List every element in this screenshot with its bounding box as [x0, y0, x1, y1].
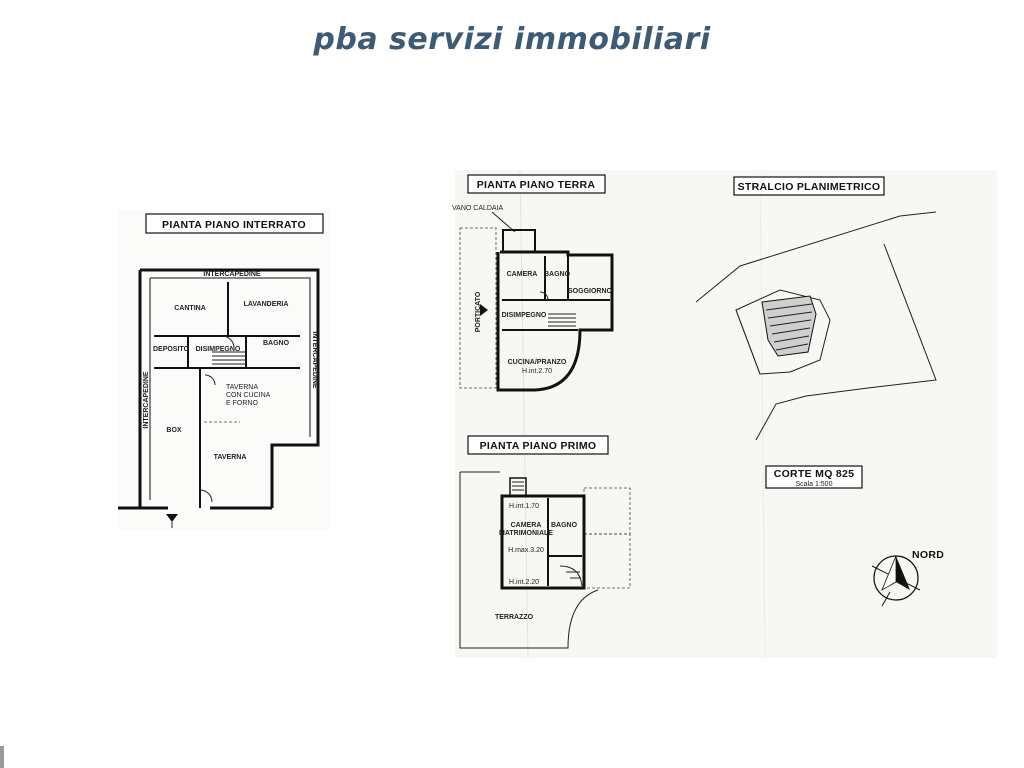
room-label: CAMERA — [511, 522, 542, 529]
room-label: TAVERNA — [214, 454, 247, 461]
intercapedine-wall — [150, 277, 311, 437]
property-boundary — [695, 211, 937, 303]
basement-floor-plan: PIANTA PIANO INTERRATO INTERCAPEDINE INT… — [118, 213, 324, 528]
stair — [548, 313, 576, 327]
room-label: CON CUCINA — [226, 392, 271, 399]
leader-line — [491, 211, 516, 233]
room-label: BAGNO — [544, 271, 571, 278]
room-label: LAVANDERIA — [244, 301, 289, 308]
room-label: BAGNO — [551, 522, 578, 529]
corte-area: CORTE MQ 825 — [774, 468, 855, 480]
ground-floor-plan: PIANTA PIANO TERRA VANO CALDAIA PORTICAT… — [452, 174, 614, 392]
room-label: H.int.2.70 — [522, 368, 552, 375]
room-label: INTERCAPEDINE — [143, 371, 150, 429]
north-arrow-icon — [871, 555, 921, 607]
room-label: DISIMPEGNO — [196, 346, 241, 353]
first-heading-box — [467, 435, 609, 455]
door-swing — [539, 291, 549, 301]
room-label: SOGGIORNO — [568, 288, 613, 295]
basement-plan-paper — [118, 210, 330, 530]
room-label: INTERCAPEDINE — [203, 271, 261, 278]
lot-outline — [735, 289, 831, 375]
room-label: PORTICATO — [475, 291, 482, 332]
site-heading-box — [733, 176, 885, 196]
door-swing — [199, 489, 213, 503]
room-label: DISIMPEGNO — [502, 312, 547, 319]
room-label: CANTINA — [174, 305, 206, 312]
page-title: pba servizi immobiliari — [313, 22, 711, 57]
corte-box — [765, 465, 863, 489]
room-label: BAGNO — [263, 340, 290, 347]
terrace-outline — [459, 471, 599, 649]
lot-outline — [735, 309, 761, 375]
site-heading: STRALCIO PLANIMETRICO — [738, 181, 881, 193]
ground-heading: PIANTA PIANO TERRA — [477, 179, 596, 191]
spiral-stair — [559, 565, 583, 587]
room-label: INTERCAPEDINE — [311, 331, 318, 389]
edge-mark — [0, 746, 4, 768]
room-label: H.int.2.20 — [509, 579, 539, 586]
entry-arrow-icon — [480, 304, 488, 316]
paper-fold — [759, 174, 766, 659]
room-label: H.max.3.20 — [508, 547, 544, 554]
site-plan: STRALCIO PLANIMETRICO CORTE MQ 825 Scala… — [695, 176, 944, 607]
building-footprint — [761, 295, 817, 357]
basement-heading-box — [145, 213, 324, 234]
room-label: CUCINA/PRANZO — [508, 359, 567, 366]
room-label: H.int.1.70 — [509, 503, 539, 510]
first-heading: PIANTA PIANO PRIMO — [480, 440, 597, 452]
property-boundary — [755, 243, 937, 441]
north-label: NORD — [912, 549, 944, 561]
stair — [512, 481, 524, 491]
outer-wall — [500, 494, 586, 590]
door-swing — [221, 335, 235, 349]
door-swing — [204, 374, 216, 386]
room-label: DEPOSITO — [153, 346, 190, 353]
porticato-area — [459, 227, 497, 389]
room-label: E FORNO — [226, 400, 258, 407]
basement-heading: PIANTA PIANO INTERRATO — [162, 219, 306, 231]
entry-arrow-icon — [166, 514, 178, 522]
stair-top — [509, 477, 527, 497]
ground-heading-box — [467, 174, 606, 194]
room-label: TERRAZZO — [495, 614, 534, 621]
outer-wall — [140, 268, 320, 508]
room-label: CAMERA — [507, 271, 538, 278]
first-floor-plan: PIANTA PIANO PRIMO H.int.1.70 CAMERA MAT… — [459, 435, 631, 649]
scale-label: Scala 1:500 — [796, 481, 833, 488]
room-label: MATRIMONIALE — [499, 530, 553, 537]
room-label: VANO CALDAIA — [452, 205, 504, 212]
room-label: BOX — [166, 427, 182, 434]
outer-wall — [496, 250, 614, 392]
stair — [566, 571, 581, 579]
room-label: TAVERNA — [226, 384, 258, 391]
stair — [212, 351, 246, 365]
